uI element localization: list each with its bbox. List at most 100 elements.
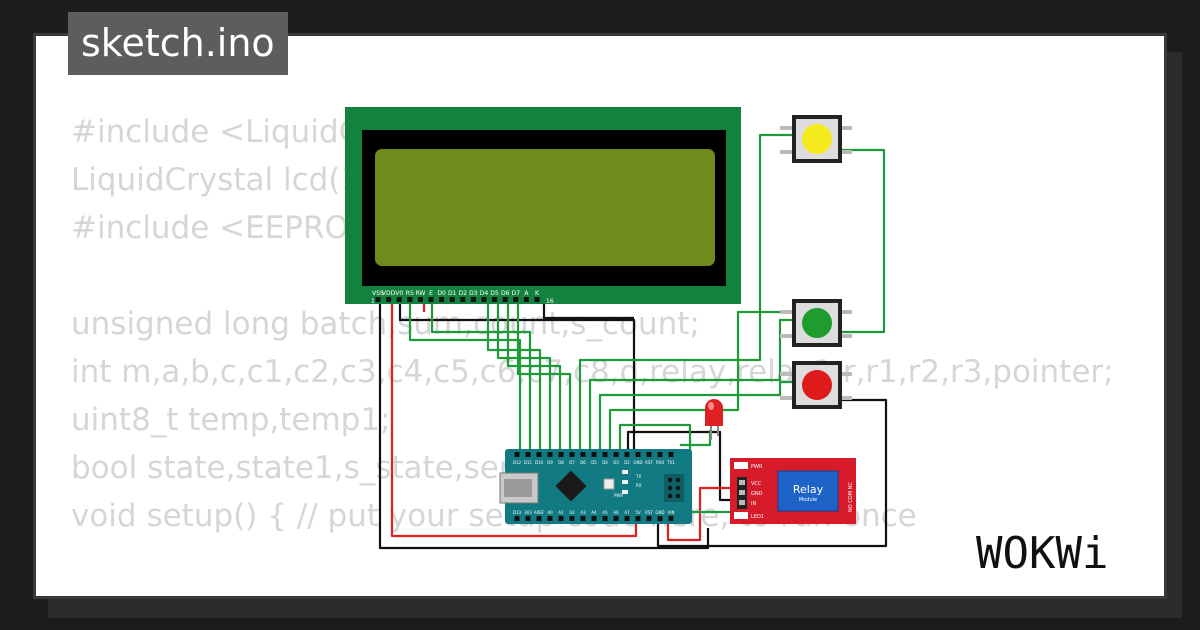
nano-pin[interactable] — [547, 452, 553, 457]
nano-led — [622, 480, 628, 484]
nano-pin-label: 3V3 — [524, 510, 532, 515]
nano-pin[interactable] — [580, 452, 586, 457]
lcd-pin-label: D6 — [501, 290, 510, 297]
nano-pin-label: D12 — [513, 460, 522, 465]
nano-pin[interactable] — [624, 516, 630, 521]
led-red[interactable] — [705, 399, 723, 440]
code-line: uint8_t temp,temp1; — [71, 402, 391, 438]
nano-pin[interactable] — [657, 516, 663, 521]
lcd-pin-label: D2 — [459, 290, 468, 297]
lcd-pin[interactable] — [502, 297, 508, 302]
nano-led — [622, 490, 628, 494]
nano-pin-label: D8 — [558, 460, 564, 465]
lcd-pin[interactable] — [386, 297, 392, 302]
nano-pin-label: D2 — [624, 460, 630, 465]
lcd-pin-label: D7 — [512, 290, 521, 297]
lcd-pin-label: VDD — [382, 290, 396, 297]
btn-leg — [842, 334, 852, 338]
nano-pin-label: D5 — [591, 460, 597, 465]
wire-d6 — [506, 296, 562, 455]
nano-pin[interactable] — [668, 452, 674, 457]
nano-pin[interactable] — [591, 452, 597, 457]
nano-pin-label: RX0 — [656, 460, 665, 465]
nano-pin[interactable] — [514, 516, 520, 521]
nano-rx-label: RX — [636, 483, 642, 488]
nano-pin-label: D7 — [569, 460, 575, 465]
led-highlight — [708, 402, 714, 410]
lcd-pin[interactable] — [428, 297, 434, 302]
lcd-pin-last: 16 — [546, 298, 554, 305]
pushbutton-red[interactable] — [780, 361, 852, 409]
nano-pin[interactable] — [646, 452, 652, 457]
wire-yellow-btn — [578, 133, 792, 455]
nano-pin[interactable] — [602, 452, 608, 457]
btn-leg — [780, 126, 792, 130]
wire-button-gnd — [656, 398, 888, 548]
btn-leg — [842, 310, 852, 314]
btn-leg — [842, 372, 852, 376]
pushbutton-yellow[interactable] — [780, 115, 852, 163]
relay-pin-gnd: GND — [751, 491, 763, 497]
lcd-pin[interactable] — [534, 297, 540, 302]
nano-pin[interactable] — [613, 452, 619, 457]
nano-pin[interactable] — [536, 516, 542, 521]
nano-pin[interactable] — [624, 452, 630, 457]
wire-red-btn — [598, 380, 792, 455]
wire-relay-vcc — [666, 486, 745, 542]
relay-pin-in: IN — [751, 501, 756, 507]
nano-pin[interactable] — [569, 452, 575, 457]
icsp-pin — [667, 493, 673, 499]
nano-pin[interactable] — [646, 516, 652, 521]
relay-pin — [739, 500, 745, 505]
wire-relay-gnd — [626, 430, 745, 502]
lcd-pin[interactable] — [407, 297, 413, 302]
nano-pin[interactable] — [569, 516, 575, 521]
nano-pin[interactable] — [514, 452, 520, 457]
icsp-pin — [667, 485, 673, 491]
relay-module[interactable]: PWR LED1 VCC GND IN Relay Module NO COM … — [730, 458, 856, 524]
nano-pin[interactable] — [547, 516, 553, 521]
lcd-pin[interactable] — [470, 297, 476, 302]
nano-pin[interactable] — [558, 516, 564, 521]
nano-pin[interactable] — [613, 516, 619, 521]
lcd-pin[interactable] — [492, 297, 498, 302]
nano-pin-label: 5V — [635, 510, 641, 515]
wokwi-logo: WOKWi — [976, 528, 1108, 576]
nano-pin[interactable] — [635, 452, 641, 457]
nano-pin[interactable] — [536, 452, 542, 457]
nano-pin[interactable] — [525, 516, 531, 521]
lcd-pin[interactable] — [523, 297, 529, 302]
nano-pin[interactable] — [635, 516, 641, 521]
nano-pin[interactable] — [558, 452, 564, 457]
btn-cap — [802, 124, 832, 154]
relay-subtitle: Module — [799, 497, 817, 503]
btn-leg — [842, 126, 852, 130]
nano-pin[interactable] — [591, 516, 597, 521]
wires — [378, 133, 888, 550]
btn-leg — [780, 334, 792, 338]
lcd-pin[interactable] — [396, 297, 402, 302]
lcd-pin[interactable] — [460, 297, 466, 302]
nano-pin[interactable] — [657, 452, 663, 457]
pushbutton-green[interactable] — [780, 299, 852, 347]
nano-pwr-label: PWR — [614, 493, 623, 498]
lcd-pin[interactable] — [417, 297, 423, 302]
lcd-pin[interactable] — [513, 297, 519, 302]
nano-pin[interactable] — [602, 516, 608, 521]
nano-pin[interactable] — [525, 452, 531, 457]
nano-pin-label: AREF — [534, 510, 545, 515]
icsp-pin — [675, 493, 681, 499]
lcd-pin[interactable] — [481, 297, 487, 302]
nano-pin[interactable] — [668, 516, 674, 521]
lcd-pin[interactable] — [449, 297, 455, 302]
lcd-pin[interactable] — [439, 297, 445, 302]
lcd-pin-label: K — [535, 290, 540, 297]
btn-leg — [780, 150, 792, 154]
nano-pin[interactable] — [580, 516, 586, 521]
wire-rs — [408, 296, 522, 455]
filename-tab[interactable]: sketch.ino — [68, 12, 288, 75]
lcd-pin[interactable] — [375, 297, 381, 302]
